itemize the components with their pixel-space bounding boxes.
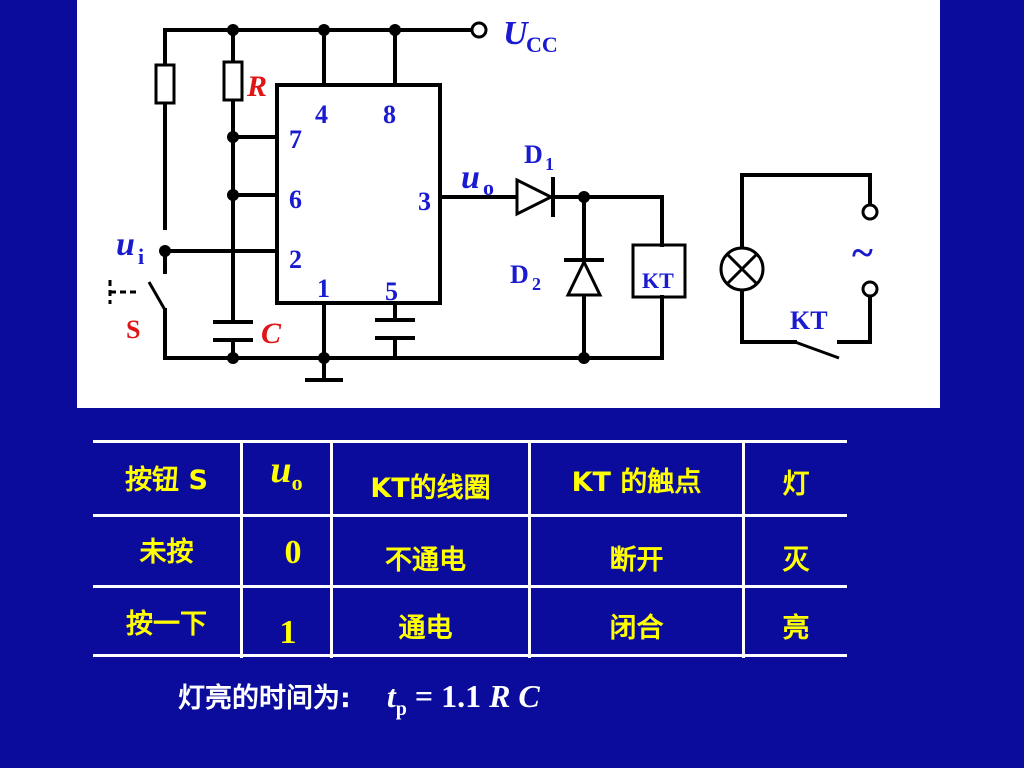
row2-uo: 1 [279,614,297,651]
truth-table: 按钮 S uo KT的线圈 KT 的触点 灯 未按 0 不通电 断开 灭 按一下… [93,440,847,658]
junction-dot [318,352,330,364]
row2-kt-contact: 闭合 [609,613,664,644]
header-button-s: 按钮 S [125,465,208,496]
timing-capacitor [213,320,253,342]
pin-4-label: 4 [315,100,328,129]
header-uo: uo [243,448,330,495]
formula-r: R [489,678,511,714]
formula-coef: = 1.1 [406,678,490,714]
switch-button [108,280,137,304]
diode-d1 [515,177,555,217]
ac-source-label: ~ [852,230,873,275]
input-label: u [116,226,135,263]
timing-resistor [222,60,244,102]
diode2-sub-label: 2 [532,274,541,294]
vcc-terminal [470,21,488,39]
table-rule [528,440,531,658]
output-label: u [461,159,480,196]
formula-equation: tp = 1.1 R C [386,678,540,720]
row1-kt-contact: 断开 [609,545,664,576]
pin-6-label: 6 [289,185,302,214]
ac-terminal [861,280,879,298]
diode2-label: D [510,260,529,289]
ic-555-box [275,83,442,305]
header-uo-sub: o [291,470,303,495]
formula-t: t [386,678,396,714]
formula-t-sub: p [395,698,407,720]
pin-5-label: 5 [385,277,398,306]
table-rule [240,440,243,658]
formula-prefix: 灯亮的时间为: [178,683,351,714]
table-rule [330,440,333,658]
row2-kt-coil: 通电 [398,613,453,644]
resistor-label: R [246,70,267,103]
lamp-icon [719,246,765,292]
switch-blade [147,281,167,311]
ac-terminal [861,203,879,221]
lamp-circuit-wire [740,173,872,207]
relay-coil-label: KT [642,268,674,293]
vcc-sub-label: CC [526,32,558,57]
formula-c: C [510,678,540,714]
diode1-label: D [524,140,543,169]
lamp-time-formula: 灯亮的时间为: tp = 1.1 R C [178,676,540,726]
pin-8-label: 8 [383,100,396,129]
diode-d2 [565,258,603,297]
row1-lamp: 灭 [782,545,810,576]
vcc-label: U [503,15,530,52]
pin-2-label: 2 [289,245,302,274]
lamp-circuit-wire [837,294,872,344]
pin-7-6-wires [231,135,279,197]
header-kt-coil: KT的线圈 [370,473,491,504]
capacitor-label: C [261,317,282,350]
pin-7-label: 7 [289,125,302,154]
relay-contact [794,340,840,360]
header-uo-main: u [270,449,292,491]
table-rule [93,514,847,517]
input-sub-label: i [138,244,144,269]
circuit-diagram: U CC R C S u i u o D 1 D 2 KT KT ~ 4 8 7… [77,0,940,408]
output-sub-label: o [483,175,494,200]
pin-3-label: 3 [418,187,431,216]
lamp-circuit-wire [740,173,797,344]
row2-button: 按一下 [126,609,207,640]
row1-button: 未按 [139,537,194,568]
table-rule [93,440,847,443]
table-rule [93,654,847,657]
pin-1-label: 1 [317,274,330,303]
row1-uo: 0 [284,534,302,571]
row1-kt-coil: 不通电 [385,545,466,576]
relay-contact-label: KT [790,306,828,335]
junction-dot [227,352,239,364]
diode1-sub-label: 1 [545,154,554,174]
table-rule [742,440,745,658]
table-rule [93,585,847,588]
pullup-resistor [154,63,176,105]
control-capacitor [375,318,415,340]
header-kt-contact: KT 的触点 [571,467,702,498]
output-wire [438,195,664,224]
relay-coil [631,243,687,299]
header-lamp: 灯 [782,469,810,500]
switch-label: S [126,315,140,344]
pin-4-8-wires [322,28,397,87]
row2-lamp: 亮 [782,613,810,644]
